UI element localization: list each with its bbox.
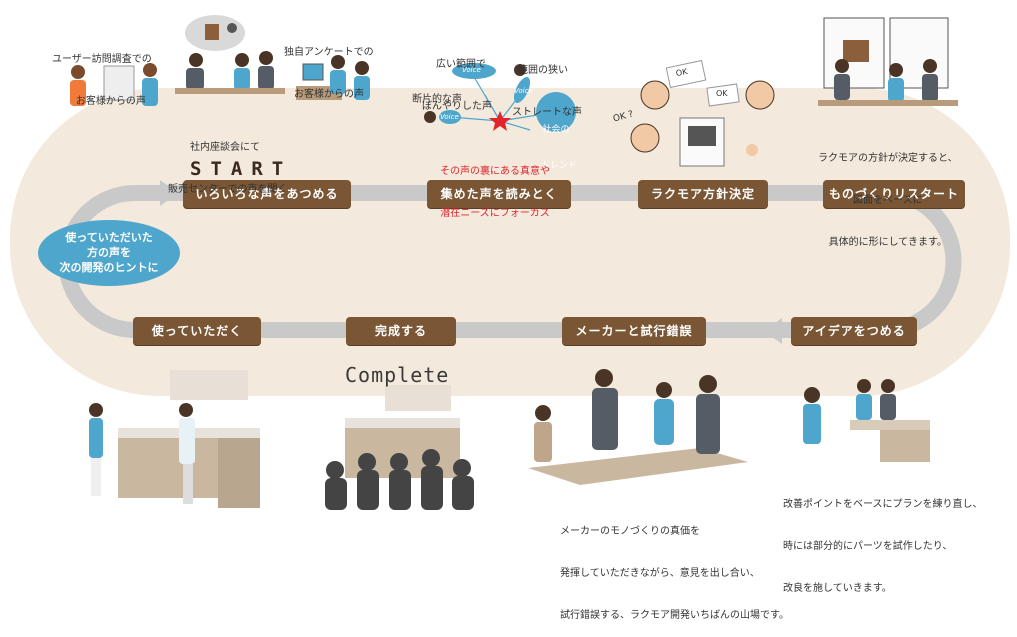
- feedback-loop-bubble: 使っていただいた 方の声を 次の開発のヒントに: [38, 220, 180, 286]
- loop-bubble-line1: 使っていただいた: [65, 231, 153, 244]
- trend-line2: トレンド: [541, 161, 578, 171]
- use-kitchen-illustration: [89, 370, 260, 508]
- meeting-caption: 社内座談会にて 販売センターでの声を聞く: [168, 113, 287, 211]
- loop-bubble-line2: 方の声を: [87, 246, 131, 259]
- visit-survey-line2: お客様からの声: [75, 96, 146, 107]
- own-survey-illustration: [296, 55, 370, 100]
- trend-caption: 社会の トレンド: [541, 100, 578, 184]
- idea-note-line3: 改良を施していきます。: [783, 583, 892, 594]
- voice-tag-narrow: Voice: [514, 87, 533, 95]
- narrow-voice-line2: ストレートな声: [512, 107, 582, 118]
- focus-line2: 潜在ニーズにフォーカス: [440, 208, 550, 219]
- step-complete: 完成する: [346, 317, 456, 345]
- restart-note-line3: 具体的に形にしてきます。: [828, 237, 947, 248]
- step-use: 使っていただく: [133, 317, 261, 345]
- visit-survey-line1: ユーザー訪問調査での: [52, 54, 152, 65]
- maker-note-line1: メーカーのモノづくりの真価を: [560, 526, 700, 537]
- meeting-line2: 販売センターでの声を聞く: [168, 184, 288, 195]
- broad-voice-line2: ぼんやりした声: [422, 101, 492, 112]
- maker-note-line2: 発揮していただきながら、意見を出し合い、: [560, 568, 760, 579]
- maker-illustration: [528, 369, 748, 485]
- restart-note-line2: 図面をベースに: [853, 195, 923, 206]
- voice-network: [424, 63, 576, 132]
- arrow-into-ideas: [764, 318, 782, 344]
- restart-note-line1: ラクモアの方針が決定すると、: [818, 153, 958, 164]
- focus-caption: その声の裏にある真意や 潜在ニーズにフォーカス: [440, 137, 550, 235]
- own-survey-caption: 独自アンケートでの お客様からの声: [284, 18, 374, 116]
- ideas-illustration: [803, 379, 930, 462]
- narrow-voice-caption: 範囲の狭い ストレートな声: [512, 36, 582, 134]
- narrow-voice-line1: 範囲の狭い: [518, 65, 568, 76]
- ok-tag-2: OK: [716, 89, 728, 98]
- idea-note: 改善ポイントをベースにプランを練り直し、 時には部分的にパーツを試作したり、 改…: [783, 470, 983, 610]
- meeting-line1: 社内座談会にて: [190, 142, 260, 153]
- loop-bubble-line3: 次の開発のヒントに: [59, 261, 159, 274]
- arrow-into-start: [160, 180, 178, 206]
- trend-bubble: [536, 92, 576, 132]
- maker-note-line3: 試行錯誤する、ラクモア開発いちばんの山場です。: [560, 610, 789, 621]
- trend-line1: 社会の: [542, 125, 570, 135]
- start-label: START: [190, 158, 293, 180]
- policy-illustration: [630, 59, 775, 167]
- visit-survey-caption: ユーザー訪問調査での お客様からの声: [52, 25, 152, 123]
- ok-tag-1: OK: [675, 66, 689, 79]
- broad-voice-line1: 広い範囲で: [436, 59, 486, 70]
- complete-label: Complete: [345, 363, 450, 387]
- step-refine-ideas: アイデアをつめる: [791, 317, 917, 345]
- maker-note: メーカーのモノづくりの真価を 発揮していただきながら、意見を出し合い、 試行錯誤…: [560, 497, 789, 637]
- own-survey-line2: お客様からの声: [294, 89, 364, 100]
- step-policy-decision: ラクモア方針決定: [638, 180, 768, 208]
- idea-note-line1: 改善ポイントをベースにプランを練り直し、: [783, 499, 983, 510]
- step-interpret-voices: 集めた声を読みとく: [427, 180, 571, 208]
- meeting-illustration: [175, 15, 285, 94]
- step-collect-voices: いろいろな声をあつめる: [183, 180, 351, 208]
- own-survey-line1: 独自アンケートでの: [284, 47, 374, 58]
- idea-note-line2: 時には部分的にパーツを試作したり、: [783, 541, 953, 552]
- step-maker-trial: メーカーと試行錯誤: [562, 317, 706, 345]
- complete-illustration: [325, 385, 474, 510]
- focus-line1: その声の裏にある真意や: [440, 166, 550, 177]
- restart-illustration: [818, 17, 958, 106]
- visit-survey-illustration: [70, 63, 158, 106]
- restart-note: ラクモアの方針が決定すると、 図面をベースに 具体的に形にしてきます。: [818, 124, 958, 264]
- voice-tag-fragment: Voice: [440, 113, 459, 121]
- broad-voice-caption: 広い範囲で ぼんやりした声: [422, 30, 492, 128]
- focus-star: [489, 111, 511, 131]
- voice-tag-broad: Voice: [462, 66, 481, 74]
- fragment-voice-label: 断片的な声: [412, 94, 462, 105]
- step-restart: ものづくりリスタート: [823, 180, 965, 208]
